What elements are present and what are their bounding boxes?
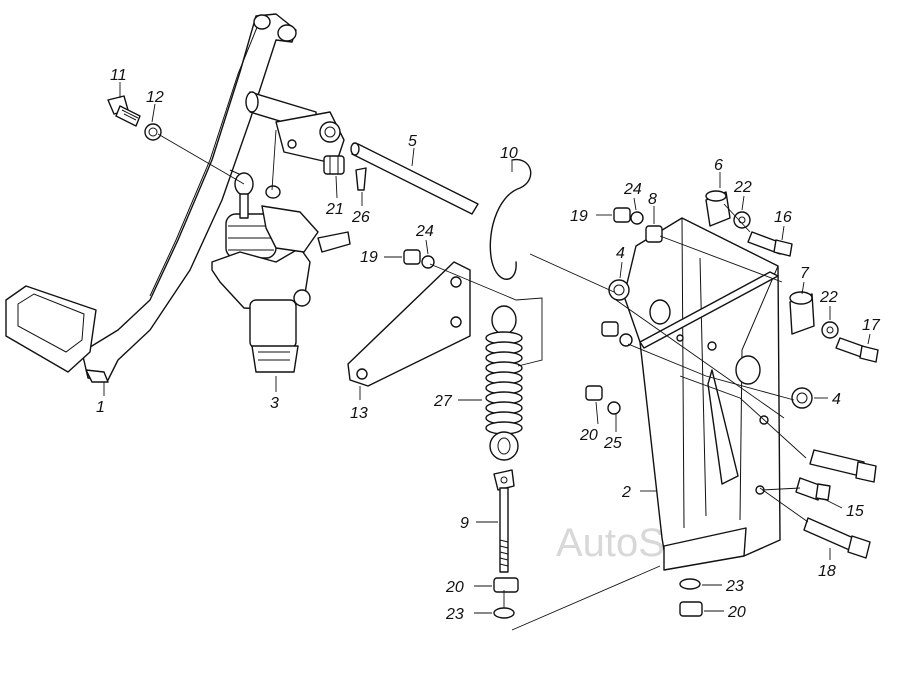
washer-24-top <box>630 211 644 225</box>
nut-20-under-bracket <box>679 601 703 617</box>
callout-20-bracket: 20 <box>579 427 598 444</box>
callout-3: 3 <box>270 395 279 412</box>
callout-16: 16 <box>774 209 792 226</box>
bushing-6 <box>705 190 731 227</box>
bolt-18 <box>803 517 871 559</box>
callout-13: 13 <box>350 405 368 422</box>
callout-23-rod: 23 <box>445 606 464 623</box>
callout-21: 21 <box>325 201 344 218</box>
callout-23-bracket: 23 <box>725 578 744 595</box>
pedal-axle <box>245 91 479 215</box>
return-spring <box>485 305 523 461</box>
callout-24-top: 24 <box>623 181 642 198</box>
nut-19-top <box>613 207 631 223</box>
callout-10: 10 <box>500 145 518 162</box>
callout-9: 9 <box>460 515 469 532</box>
bushing-7 <box>789 291 815 335</box>
callout-5: 5 <box>408 133 417 150</box>
callout-24-mid: 24 <box>415 223 434 240</box>
callout-7: 7 <box>800 265 810 282</box>
washer-22-mid <box>821 321 839 339</box>
washer-4-left <box>608 279 630 301</box>
callout-2: 2 <box>621 484 631 501</box>
callout-6: 6 <box>714 157 723 174</box>
bolt-17 <box>835 337 879 363</box>
callout-20-under-bracket: 20 <box>727 604 746 621</box>
cotter-pin <box>355 167 367 191</box>
bolt-upper-right <box>809 449 877 483</box>
callout-20-rod: 20 <box>445 579 464 596</box>
washer-24-mid <box>421 255 435 269</box>
castle-nut <box>323 155 345 175</box>
lock-washer-12 <box>144 123 162 141</box>
washer-4-right <box>791 387 813 409</box>
callout-labels: 1 11 12 3 5 10 21 26 24 19 13 27 9 20 23… <box>96 67 881 623</box>
assembly-lines <box>157 129 809 631</box>
washer-23-rod <box>493 607 515 619</box>
washer-23-bracket <box>679 578 701 590</box>
callout-4-right: 4 <box>832 391 841 408</box>
nut-19-mid <box>403 249 421 265</box>
nut-center <box>601 321 633 347</box>
bolt-16 <box>747 231 793 257</box>
pedal-bracket <box>623 217 781 571</box>
hook <box>489 158 532 280</box>
callout-25: 25 <box>603 435 622 452</box>
callout-19-top: 19 <box>570 208 588 225</box>
callout-26: 26 <box>351 209 370 226</box>
callout-15: 15 <box>846 503 864 520</box>
washer-25 <box>607 401 621 415</box>
clutch-pedal <box>5 13 297 383</box>
nut-20-bracket <box>585 385 603 401</box>
nut-20-rod <box>493 577 519 593</box>
callout-leaders <box>103 82 871 614</box>
callout-22-top: 22 <box>733 179 752 196</box>
callout-8: 8 <box>648 191 657 208</box>
callout-22-mid: 22 <box>819 289 838 306</box>
bolt-15 <box>795 477 831 501</box>
tension-rod <box>493 469 515 573</box>
spacer-8 <box>645 225 663 243</box>
bolt-11 <box>107 95 141 127</box>
master-cylinder <box>211 172 351 373</box>
callout-18: 18 <box>818 563 836 580</box>
callout-1: 1 <box>96 399 105 416</box>
callout-12: 12 <box>146 89 164 106</box>
spring-plate <box>347 261 471 387</box>
callout-11: 11 <box>110 67 127 84</box>
callout-19-mid: 19 <box>360 249 378 266</box>
callout-17: 17 <box>862 317 881 334</box>
callout-4-left: 4 <box>616 245 625 262</box>
washer-22-top <box>733 211 751 229</box>
callout-27: 27 <box>433 393 453 410</box>
